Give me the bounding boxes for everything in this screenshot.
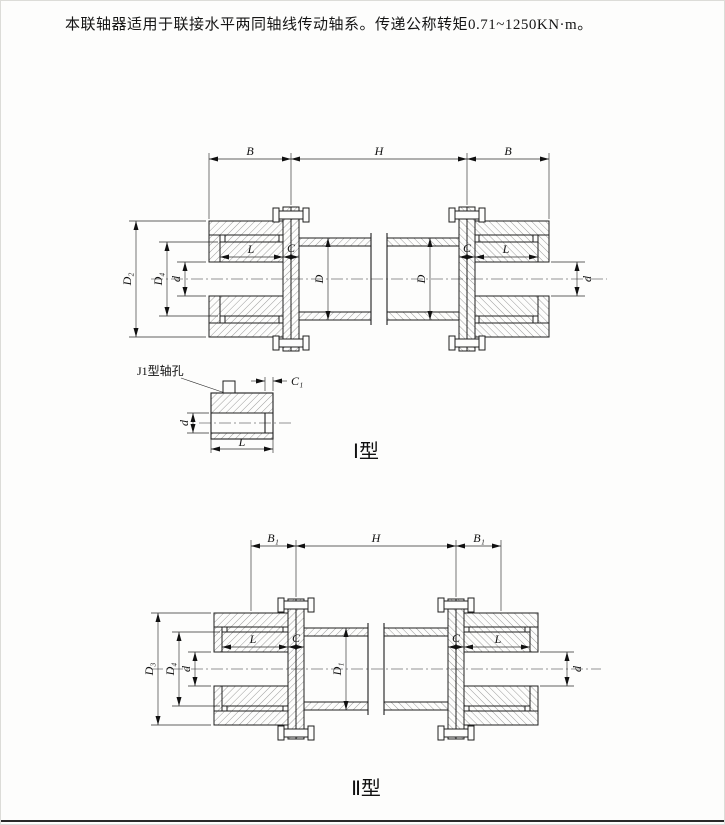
fig2-dim-b1-right: B₁ [473, 531, 485, 545]
fig1-dim-c1: C₁ [291, 374, 303, 388]
fig1-j1-bore-detail: J1型轴孔 C₁ d L [137, 363, 303, 453]
fig1-dim-b-right: B [504, 144, 512, 158]
intro-text: 本联轴器适用于联接水平两同轴线传动轴系。传递公称转矩0.71~1250KN·m。 [65, 17, 593, 33]
fig2-dim-d1: D₁ [330, 663, 344, 677]
fig2-dim-c-left: C [292, 631, 301, 645]
fig2-left-dimensions: D₃ D₄ d [142, 612, 220, 726]
fig2-dim-b1-left: B₁ [267, 531, 279, 545]
fig2-top-dimensions: B₁ H B₁ [250, 531, 502, 611]
fig2-dim-d3: D₃ [142, 663, 156, 677]
fig1-dim-l-left: L [247, 242, 255, 256]
fig2-dim-d4: D₄ [163, 663, 177, 677]
fig2-type2-view: B₁ H B₁ D₃ D₄ d [142, 531, 601, 800]
fig2-dim-l-right: L [494, 632, 502, 646]
fig2-caption: Ⅱ型 [351, 777, 381, 800]
fig1-left-half-section [208, 206, 372, 352]
fig1-dim-d2: D₂ [120, 273, 134, 287]
fig2-dim-h: H [371, 531, 382, 545]
fig1-left-dimensions: D₂ D₄ d [120, 220, 218, 338]
fig1-dim-c-left: C [287, 241, 296, 255]
fig2-dim-c-right: C [452, 631, 461, 645]
fig1-detail-dim-d: d [177, 419, 191, 426]
fig1-type1-view: B H B D₂ D₄ d [120, 144, 607, 463]
fig2-dim-d-bore-right: d [570, 665, 584, 672]
fig1-dim-d-bore-left: d [169, 275, 183, 282]
fig1-inner-dimensions: L C D D C L [220, 238, 538, 320]
fig1-detail-dim-l: L [238, 435, 246, 449]
page-bottom-border [1, 820, 724, 822]
fig1-dim-dia-left: D [312, 274, 326, 284]
fig1-dim-dia-right: D [414, 274, 428, 284]
fig1-dim-b-left: B [246, 144, 254, 158]
fig1-right-dimensions: d [551, 261, 594, 297]
coupling-technical-drawing: B H B D₂ D₄ d [120, 144, 607, 800]
fig1-dim-c-right: C [463, 241, 472, 255]
fig1-top-dimensions: B H B [208, 144, 550, 219]
fig1-dim-d-bore-right: d [580, 275, 594, 282]
fig2-dim-d-bore-left: d [179, 665, 193, 672]
fig2-inner-dimensions: L C D₁ C L [222, 628, 530, 710]
fig1-dim-d4: D₄ [151, 273, 165, 287]
fig2-right-dimensions: d [540, 651, 584, 687]
fig1-caption: Ⅰ型 [353, 440, 379, 463]
fig1-detail-label: J1型轴孔 [137, 363, 184, 378]
fig1-dim-h: H [374, 144, 385, 158]
fig1-dim-l-right: L [502, 242, 510, 256]
fig2-dim-l-left: L [249, 632, 257, 646]
